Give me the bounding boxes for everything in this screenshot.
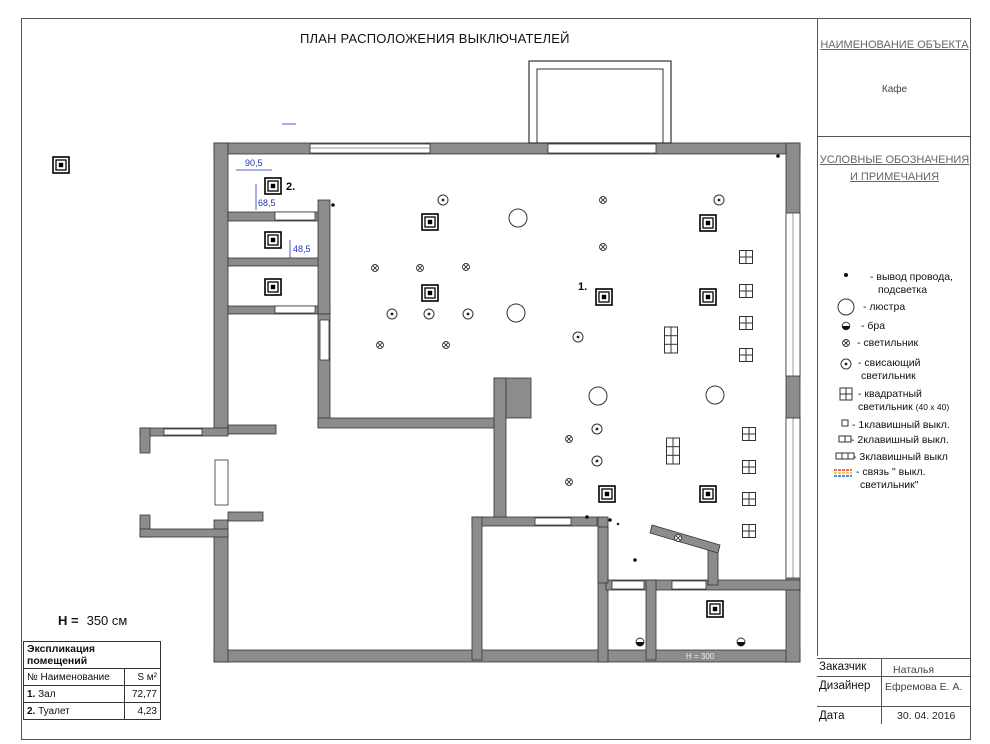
legend-switch-2: - 2клавишный выкл.: [851, 434, 949, 446]
lamps: [371, 196, 682, 542]
drawing-sheet: [21, 18, 971, 740]
legend-symbols: [834, 273, 855, 477]
legend-switch-3: - 3клавишный выкл: [853, 451, 948, 463]
dimension-lines: [236, 123, 296, 258]
explication-row-area: 72,77: [123, 685, 162, 703]
dim-height: 68,5: [258, 198, 276, 208]
object-name: Кафе: [881, 84, 908, 95]
date-row: Дата 30. 04. 2016: [817, 706, 971, 737]
explication-row-no: 2.: [27, 705, 36, 717]
dim-width: 90,5: [245, 158, 263, 168]
legend-sconce: - бра: [861, 320, 886, 332]
explication-row-label: Зал: [38, 688, 56, 700]
room-marker-hall: 1.: [578, 281, 587, 293]
date-value: 30. 04. 2016: [897, 710, 956, 722]
table-row: 1. Зал 72,77: [23, 685, 162, 703]
explication-title-row: Экспликация помещений: [23, 641, 161, 669]
title-block-divider: [881, 658, 882, 724]
designer-row: Дизайнер Ефремова Е. А.: [817, 676, 971, 697]
link-icon: [834, 469, 852, 477]
switch-2-icon: [838, 435, 852, 443]
wire-output-icon: [844, 273, 848, 277]
legend-header-line1: УСЛОВНЫЕ ОБОЗНАЧЕНИЯ: [819, 154, 970, 166]
legend-square: - квадратный светильник (40 x 40): [858, 388, 949, 414]
legend-pendant-line1: - свисающий: [858, 357, 921, 369]
client-row: Заказчик Наталья: [817, 658, 971, 677]
plan-title: ПЛАН РАСПОЛОЖЕНИЯ ВЫКЛЮЧАТЕЛЕЙ: [300, 31, 570, 46]
legend-square-line2: светильник (40 x 40): [858, 401, 949, 414]
legend-wire-line1: - вывод провода,: [870, 271, 953, 283]
title-block: Заказчик Наталья Дизайнер Ефремова Е. А.…: [817, 658, 971, 740]
legend-pendant-line2: светильник: [861, 370, 916, 382]
height-value: 350 см: [86, 613, 128, 628]
chandelier-icon: [837, 298, 855, 316]
explication-row-name: 2. Туалет: [23, 702, 125, 720]
designer-label: Дизайнер: [819, 680, 871, 692]
sconce-icon: [841, 321, 851, 331]
legend-square-line2-text: светильник: [858, 401, 913, 413]
porch: [528, 60, 672, 144]
explication-row-area: 4,23: [123, 702, 162, 720]
legend-wire-line2: подсветка: [878, 284, 928, 296]
height-symbol: H =: [58, 613, 79, 628]
legend-square-line1: - квадратный: [858, 388, 922, 400]
legend-switch-1: - 1клавишный выкл.: [852, 419, 950, 431]
legend-pendant: - свисающий светильник: [858, 357, 920, 383]
object-section: НАИМЕНОВАНИЕ ОБЪЕКТА Кафе: [818, 18, 971, 137]
explication-row-no: 1.: [27, 688, 36, 700]
square-lamp-icon: [839, 387, 853, 401]
pendant-icon: [840, 358, 852, 370]
legend-header: УСЛОВНЫЕ ОБОЗНАЧЕНИЯ И ПРИМЕЧАНИЯ: [818, 152, 971, 186]
info-panel: НАИМЕНОВАНИЕ ОБЪЕКТА Кафе УСЛОВНЫЕ ОБОЗН…: [817, 18, 971, 656]
ceiling-height: H = 350 см: [58, 613, 127, 628]
explication-row-name: 1. Зал: [23, 685, 125, 703]
legend-square-size: (40 x 40): [915, 402, 950, 412]
object-header: НАИМЕНОВАНИЕ ОБЪЕКТА: [820, 39, 969, 51]
explication-table: Экспликация помещений № Наименование S м…: [23, 641, 162, 720]
chandeliers: [506, 208, 725, 406]
explication-title: Экспликация помещений: [23, 641, 161, 669]
table-row: 2. Туалет 4,23: [23, 702, 162, 720]
wire-outputs: [331, 154, 780, 562]
switch-1-icon: [841, 419, 849, 427]
explication-col-area: S м²: [123, 668, 162, 686]
lamp-icon: [842, 339, 850, 347]
dim-lower: 48,5: [293, 244, 311, 254]
legend-link-line2: светильник": [860, 479, 919, 491]
room-marker-toilet: 2.: [286, 181, 295, 193]
switch-3-icon: [835, 452, 855, 460]
legend-link-line1: - связь " выкл.: [856, 466, 926, 478]
legend-chandelier: - люстра: [863, 301, 906, 313]
client-value: Наталья: [893, 664, 935, 676]
legend-lamp: - светильник: [857, 337, 919, 349]
explication-row-label: Туалет: [38, 705, 70, 717]
client-label: Заказчик: [819, 661, 867, 673]
h300-label: H = 300: [686, 652, 715, 661]
legend-wire: - вывод провода, подсветка: [870, 271, 953, 297]
legend-link: - связь " выкл. светильник": [856, 466, 926, 492]
designer-value: Ефремова Е. А.: [885, 681, 963, 693]
explication-header-row: № Наименование S м²: [23, 668, 162, 686]
switches: [52, 156, 724, 618]
explication-col-name: № Наименование: [23, 668, 125, 686]
legend-header-line2: И ПРИМЕЧАНИЯ: [849, 171, 940, 183]
date-label: Дата: [819, 710, 845, 722]
walls: [139, 142, 801, 663]
